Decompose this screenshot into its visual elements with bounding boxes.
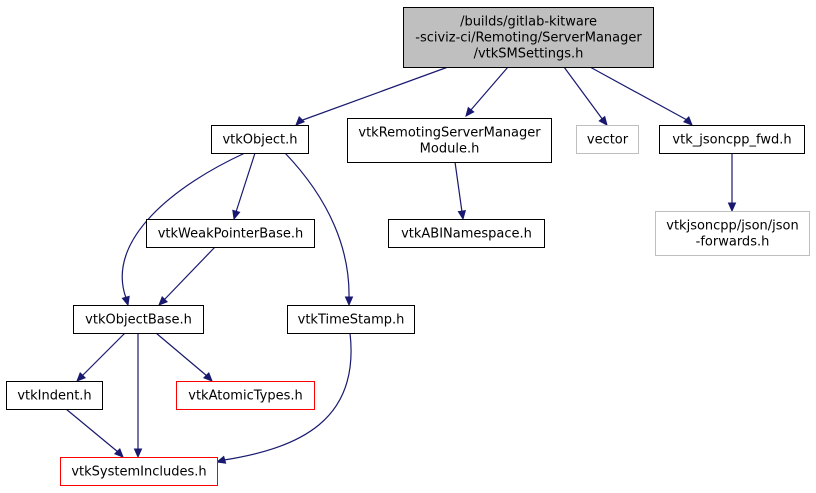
node-label-line: vtkRemotingServerManager [358,126,541,141]
edge-timestamp-to-systemincludes [215,332,352,464]
node-vtkobject-h[interactable]: vtkObject.h [211,125,309,154]
node-label-line: vtkSystemIncludes.h [71,465,206,480]
node-label-line: vtkjsoncpp/json/json [666,219,798,234]
edge-vtkobject-to-timestamp [284,152,354,307]
dependency-edges [65,66,737,464]
edge-vtkobject-to-objectbase [121,152,246,307]
edge-jsoncppfwd-to-jsonforwards [727,153,737,213]
edge-root-to-vtkobject [295,66,449,126]
node-label-line: vtkObjectBase.h [85,313,192,328]
node-vtksystemincludes-h[interactable]: vtkSystemIncludes.h [60,457,218,486]
node-vtk-jsoncpp-fwd-h[interactable]: vtk_jsoncpp_fwd.h [659,125,805,154]
node-vtktimestamp-h[interactable]: vtkTimeStamp.h [287,305,415,334]
node-label-line: vector [587,133,629,148]
node-label-line: vtk_jsoncpp_fwd.h [672,133,791,148]
edge-root-to-remotingmodule [465,66,509,117]
edge-objectbase-to-atomictypes [155,332,213,382]
node-label-line: vtkABINamespace.h [401,227,532,242]
node-vtkobjectbase-h[interactable]: vtkObjectBase.h [73,305,204,334]
node-label-line: Module.h [420,142,480,157]
dependency-nodes: /builds/gitlab-kitware-sciviz-ci/Remotin… [6,7,810,486]
edge-root-to-jsoncppfwd [589,66,693,126]
edge-root-to-vector [563,66,608,126]
node-label-line: vtkIndent.h [17,389,91,404]
node-label-line: vtkWeakPointerBase.h [158,227,304,242]
edge-vtkobject-to-weakpointerbase [232,152,256,221]
node-label-line: vtkTimeStamp.h [298,313,405,328]
node-vtkjsoncpp-json-json-forwards-h[interactable]: vtkjsoncpp/json/json-forwards.h [655,211,810,256]
node-vtkatomictypes-h[interactable]: vtkAtomicTypes.h [176,381,315,410]
edge-objectbase-to-indent [76,332,126,382]
edge-weakpointerbase-to-objectbase [158,246,216,306]
node-label-line: -sciviz-ci/Remoting/ServerManager [415,31,642,46]
node-vtksmsettings-h[interactable]: /builds/gitlab-kitware-sciviz-ci/Remotin… [403,7,654,68]
node-vector[interactable]: vector [576,125,639,154]
node-label-line: -forwards.h [696,235,770,250]
node-label-line: vtkObject.h [222,133,297,148]
edge-indent-to-systemincludes [65,408,124,458]
edge-remotingmodule-to-abinamespace [454,161,467,221]
node-vtkindent-h[interactable]: vtkIndent.h [6,381,103,410]
node-vtkabinamespace-h[interactable]: vtkABINamespace.h [388,219,545,248]
edge-objectbase-to-systemincludes [133,333,143,459]
node-label-line: vtkAtomicTypes.h [188,389,302,404]
node-label-line: /builds/gitlab-kitware [460,15,597,30]
node-label-line: /vtkSMSettings.h [474,47,584,62]
node-vtkweakpointerbase-h[interactable]: vtkWeakPointerBase.h [146,219,315,248]
